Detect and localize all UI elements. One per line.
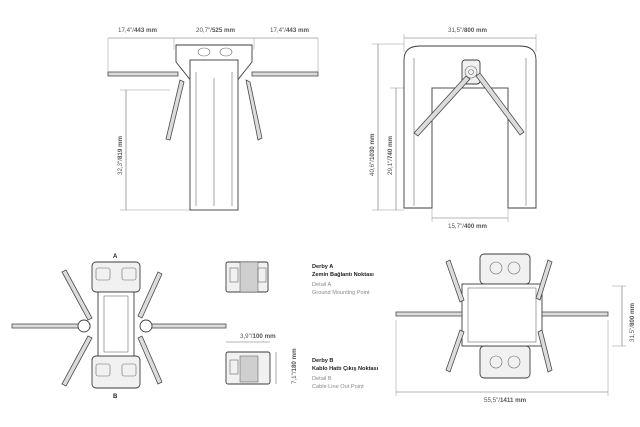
dim-side-width: 31,5"/800 mm	[448, 27, 488, 34]
top-view-left: A B	[11, 254, 227, 400]
detail-b-title: Derby B	[312, 358, 333, 364]
detail-a-subtitle: Zemin Bağlantı Noktası	[312, 272, 374, 278]
dim-front-left: 17,4"/443 mm	[118, 27, 158, 34]
detail-a: Derby A Zemin Bağlantı Noktası Detail A …	[225, 261, 374, 296]
front-view: 17,4"/443 mm 20,7"/525 mm 17,4"/443 mm 3…	[107, 27, 319, 211]
top-view-right: 31,5"/800 mm 55,5"/1411 mm	[395, 253, 636, 404]
marker-b: B	[113, 394, 118, 400]
detail-a-title: Derby A	[312, 264, 333, 270]
dim-side-height: 40,6"/1030 mm	[369, 133, 376, 176]
detail-a-en-title: Detail A	[312, 282, 332, 288]
dim-detail-b-width: 3,9"/100 mm	[240, 333, 276, 340]
dim-detail-b-height: 7,1"/180 mm	[291, 348, 298, 384]
dim-top-right-width: 55,5"/1411 mm	[484, 397, 527, 404]
detail-b-en-title: Detail B	[312, 376, 332, 382]
marker-a: A	[113, 254, 118, 260]
dim-front-height: 32,3"/819 mm	[117, 135, 124, 175]
detail-b-en-subtitle: Cable Line Out Point	[312, 384, 364, 390]
dim-side-arm-height: 29,1"/740 mm	[387, 135, 394, 175]
detail-a-en-subtitle: Ground Mounting Point	[312, 290, 370, 296]
detail-b-subtitle: Kablo Hattı Çıkış Noktası	[312, 366, 379, 372]
dim-front-mid: 20,7"/525 mm	[196, 27, 236, 34]
detail-b: 3,9"/100 mm 7,1"/180 mm Derby B Kablo Ha…	[225, 333, 379, 390]
dim-side-base: 15,7"/400 mm	[448, 223, 488, 230]
side-view: 31,5"/800 mm 40,6"/1030 mm 29,1"/740 mm …	[369, 27, 537, 230]
dim-front-right: 17,4"/443 mm	[270, 27, 310, 34]
dim-top-right-height: 31,5"/800 mm	[629, 302, 636, 342]
